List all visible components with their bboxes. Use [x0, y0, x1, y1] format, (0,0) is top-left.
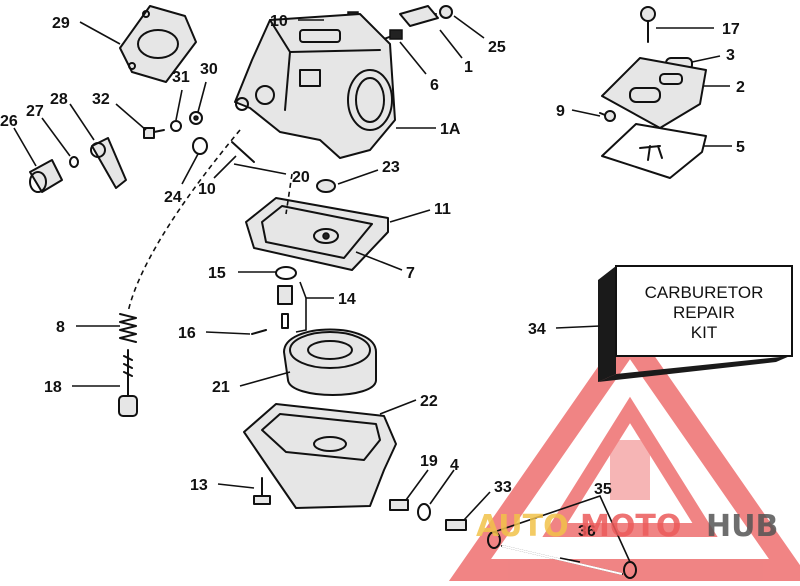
kit-line-3: KIT: [691, 323, 717, 342]
callout-17: 17: [722, 21, 740, 38]
callout-33: 33: [494, 479, 512, 496]
leader-lines: [13, 15, 732, 563]
watermark-part-hub: HUB: [706, 509, 778, 544]
callout-34: 34: [528, 321, 546, 338]
part-23-plug: [316, 179, 336, 193]
part-2-cover: [601, 57, 707, 129]
part-11-gasket: [245, 197, 389, 271]
callout-30: 30: [200, 61, 218, 78]
callout-3: 3: [726, 47, 735, 64]
kit-line-2: REPAIR: [673, 303, 735, 322]
part-13-screw: [253, 477, 271, 505]
part-19-jet: [389, 499, 409, 511]
callout-26: 26: [0, 113, 18, 130]
callout-29: 29: [52, 15, 70, 32]
part-7-diaphragm: [313, 228, 339, 244]
callout-10-lower: 10: [198, 181, 216, 198]
callout-23: 23: [382, 159, 400, 176]
callout-13: 13: [190, 477, 208, 494]
watermark-part-auto: AUTO: [476, 509, 569, 544]
part-34-repair-kit-box: [598, 265, 793, 382]
callout-32: 32: [92, 91, 110, 108]
part-1A-carburetor-body: [234, 13, 396, 159]
part-21-float: [283, 328, 377, 396]
callout-28: 28: [50, 91, 68, 108]
callout-31: 31: [172, 69, 190, 86]
callout-labels: 29 10 25 17 3 1 6 2 9 5 31 30 28 27 26 3…: [0, 13, 745, 540]
part-36-shaft: [501, 545, 623, 575]
callout-10-top: 10: [270, 13, 288, 30]
callout-9: 9: [556, 103, 565, 120]
callout-5: 5: [736, 139, 745, 156]
part-16-pin: [251, 329, 267, 335]
callout-4: 4: [450, 457, 459, 474]
part-29-gasket: [119, 5, 197, 83]
part-33-plug: [445, 519, 467, 531]
callout-19: 19: [420, 453, 438, 470]
kit-line-1: CARBURETOR: [645, 283, 764, 302]
callout-27: 27: [26, 103, 44, 120]
callout-25: 25: [488, 39, 506, 56]
callout-22: 22: [420, 393, 438, 410]
callout-20: 20: [292, 169, 310, 186]
callout-24: 24: [164, 189, 182, 206]
callout-8: 8: [56, 319, 65, 336]
repair-kit-label: CARBURETOR REPAIR KIT: [645, 283, 764, 342]
watermark-logo: [448, 320, 800, 581]
callout-1: 1: [464, 59, 473, 76]
callout-16: 16: [178, 325, 196, 342]
part-5-gasket: [601, 123, 707, 179]
part-1-bracket: [399, 5, 439, 27]
callout-11: 11: [434, 201, 451, 218]
part-28-lever: [90, 137, 127, 189]
watermark-part-moto: MOTO: [580, 509, 681, 544]
callout-6: 6: [430, 77, 439, 94]
callout-1A: 1A: [440, 121, 461, 138]
part-4-washer: [417, 503, 431, 521]
callout-14: 14: [338, 291, 356, 308]
part-14-needle-valve: [277, 285, 293, 329]
callout-18: 18: [44, 379, 62, 396]
part-30-washer: [189, 111, 203, 125]
watermark-text: AUTO MOTO HUB: [476, 509, 778, 544]
part-31-washer: [170, 120, 182, 132]
callout-21: 21: [212, 379, 230, 396]
part-26-knob: [29, 159, 63, 193]
callout-2: 2: [736, 79, 745, 96]
part-24-bushing: [192, 137, 208, 155]
part-9-screw: [599, 110, 616, 122]
part-10-lower-pin: [231, 141, 255, 163]
part-17-screw: [640, 6, 656, 43]
callout-35: 35: [594, 481, 612, 498]
part-8-spring: [119, 313, 137, 343]
callout-36: 36: [578, 523, 596, 540]
part-15-washer: [275, 266, 297, 280]
part-27-o-ring: [69, 156, 79, 168]
callout-7: 7: [406, 265, 415, 282]
part-22-float-bowl: [243, 403, 397, 509]
callout-15: 15: [208, 265, 226, 282]
part-32-screw: [143, 127, 165, 139]
part-18-mixture-screw: [118, 349, 138, 417]
